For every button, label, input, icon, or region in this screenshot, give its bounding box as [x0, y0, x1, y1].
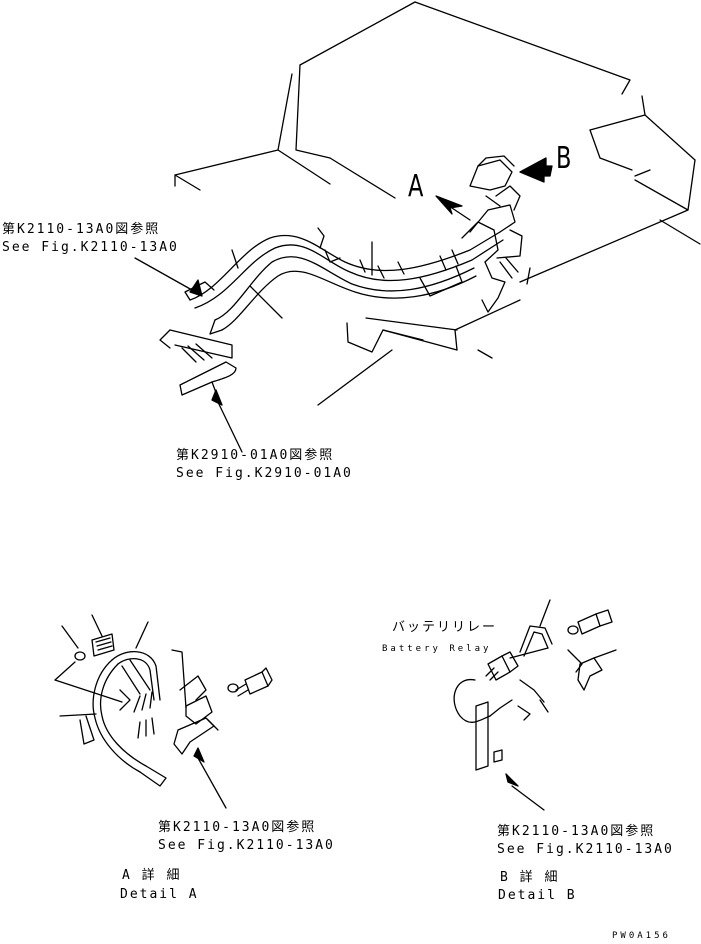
ref-top-left-en: See Fig.K2110-13A0 — [2, 240, 179, 255]
detail-a-caption-jp: A 詳 細 — [122, 868, 182, 883]
ref-top-left-jp: 第K2110-13A0図参照 — [2, 222, 161, 237]
machine-body — [174, 1, 701, 406]
ref-detail-b-en: See Fig.K2110-13A0 — [497, 842, 674, 857]
ref-detail-b-jp: 第K2110-13A0図参照 — [497, 824, 656, 839]
main-harness — [159, 155, 523, 399]
detail-b-caption-jp: B 詳 細 — [500, 870, 560, 885]
callout-a-letter: A — [408, 169, 424, 204]
ref-middle-jp: 第K2910-01A0図参照 — [176, 448, 335, 463]
ref-detail-a-jp: 第K2110-13A0図参照 — [158, 820, 317, 835]
detail-b-caption-en: Detail B — [498, 888, 577, 903]
detail-b-drawing — [453, 599, 617, 811]
ref-detail-a-en: See Fig.K2110-13A0 — [158, 838, 335, 853]
leader-lines — [134, 257, 243, 453]
drawing-code: PW0A156 — [612, 931, 671, 941]
callout-b-letter: B — [556, 141, 572, 176]
detail-a-caption-en: Detail A — [120, 887, 199, 902]
battery-relay-en: Battery Relay — [382, 644, 492, 654]
battery-relay-jp: バッテリリレー — [392, 620, 498, 635]
detail-a-drawing — [54, 614, 273, 809]
callout-arrows — [435, 157, 553, 215]
ref-middle-en: See Fig.K2910-01A0 — [176, 466, 353, 481]
